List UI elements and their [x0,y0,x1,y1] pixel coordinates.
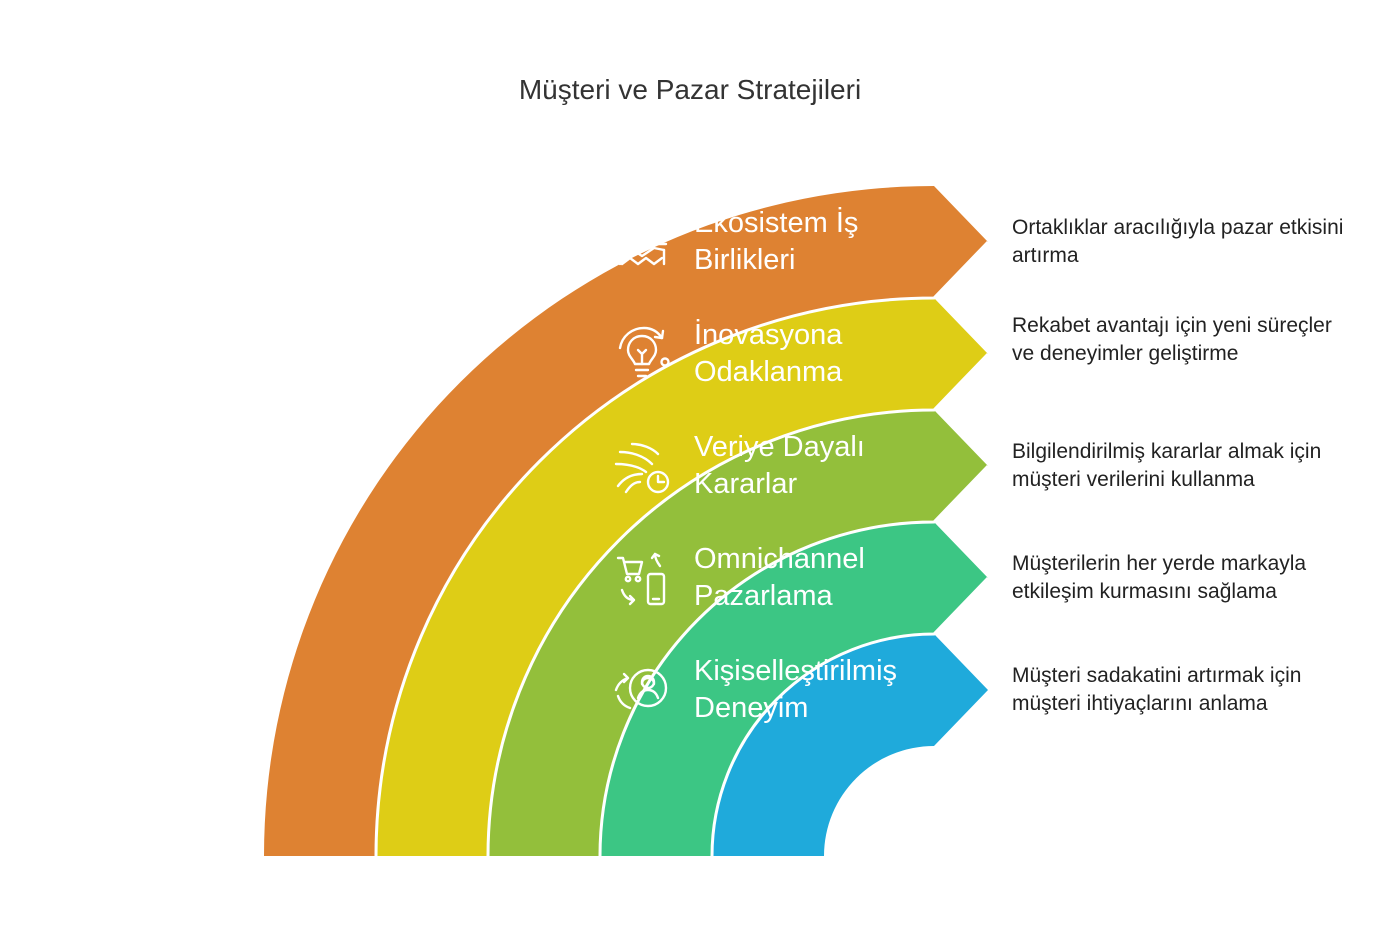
cart-phone-icon [612,548,672,608]
layer-label-line-2: Kararlar [694,468,798,500]
band-innovation [376,298,988,856]
person-refresh-icon [612,660,672,720]
band-data-driven [488,410,988,856]
layer-label-ecosystem: Ekosistem İş Birlikleri [694,205,934,279]
layer-label-personalized: Kişiselleştirilmiş Deneyim [694,653,934,727]
layer-label-line-1: İnovasyona [694,319,843,351]
band-separator [710,576,990,857]
layer-label-data-driven: Veriye Dayalı Kararlar [694,429,934,503]
layer-label-line-1: Veriye Dayalı [694,431,865,463]
band-separator [374,240,990,857]
data-flow-chart-icon [612,436,672,496]
diagram-title: Müşteri ve Pazar Stratejileri [518,74,862,105]
band-personalized [712,634,988,856]
band-separator [486,352,990,857]
band-separator [598,464,990,857]
layer-description-personalized: Müşteri sadakatini artırmak için müşteri… [1012,664,1302,715]
layer-label-line-1: Ekosistem İş [694,207,859,239]
layer-label-line-2: Odaklanma [694,356,843,388]
layer-label-line-2: Pazarlama [694,580,833,612]
layer-description-innovation: Rekabet avantajı için yeni süreçler ve d… [1012,314,1332,365]
band-omnichannel [600,522,988,856]
lightbulb-icon [612,324,672,384]
layer-label-omnichannel: Omnichannel Pazarlama [694,541,934,615]
layer-label-line-2: Birlikleri [694,244,796,276]
handshake-plant-icon [612,212,672,272]
layer-description-data-driven: Bilgilendirilmiş kararlar almak için müş… [1012,440,1322,491]
layer-label-line-2: Deneyim [694,692,809,724]
layer-description-ecosystem: Ortaklıklar aracılığıyla pazar etkisini … [1012,216,1344,267]
layer-label-innovation: İnovasyona Odaklanma [694,317,934,391]
layer-label-line-1: Omnichannel [694,543,865,575]
layer-label-line-1: Kişiselleştirilmiş [694,655,898,687]
layer-description-omnichannel: Müşterilerin her yerde markayla etkileşi… [1012,552,1307,603]
band-ecosystem [264,186,988,856]
